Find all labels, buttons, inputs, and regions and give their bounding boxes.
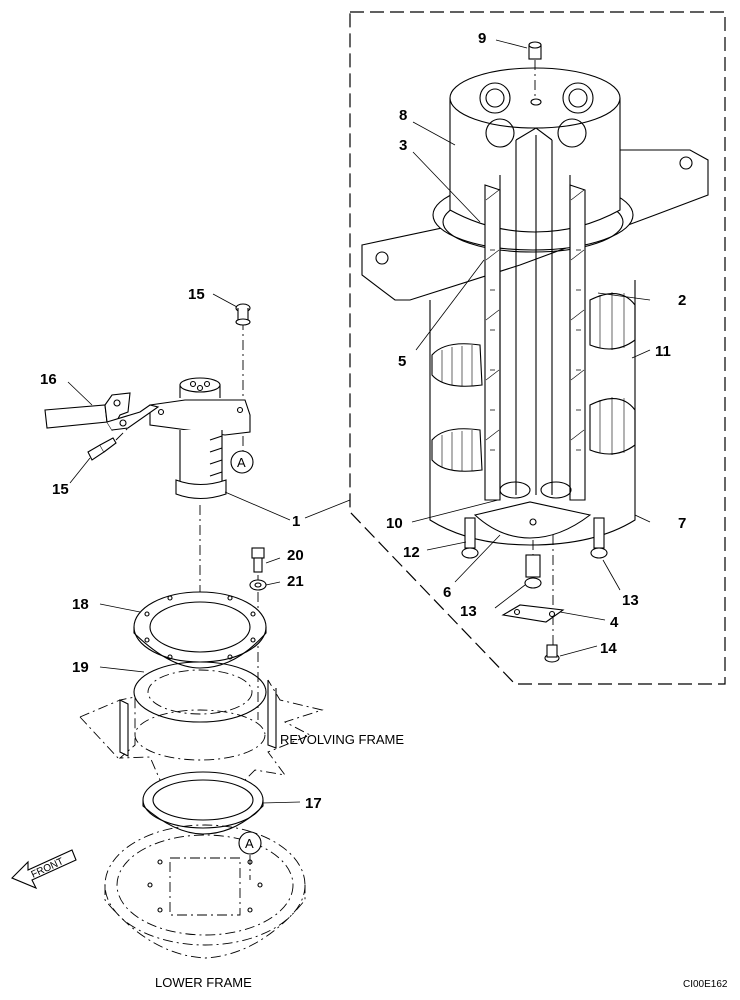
callout-15-top: 15 bbox=[188, 286, 205, 303]
front-arrow: FRONT bbox=[11, 849, 77, 890]
bolt-15-lower bbox=[87, 427, 129, 461]
callout-13-right: 13 bbox=[622, 592, 639, 609]
callout-1: 1 bbox=[292, 513, 300, 530]
marker-a-lower: A bbox=[238, 831, 262, 880]
stopper-parts bbox=[501, 535, 565, 663]
callout-9: 9 bbox=[478, 30, 486, 47]
callout-15-lower: 15 bbox=[52, 481, 69, 498]
callout-8: 8 bbox=[399, 107, 407, 124]
callout-18: 18 bbox=[72, 596, 89, 613]
callout-13-lower: 13 bbox=[460, 603, 477, 620]
callout-14: 14 bbox=[600, 640, 617, 657]
ring-17 bbox=[142, 771, 264, 835]
detail-box-outline bbox=[349, 11, 726, 685]
callout-7: 7 bbox=[678, 515, 686, 532]
ring-19 bbox=[133, 661, 267, 723]
callout-numbers: 9 8 3 2 5 11 10 7 12 6 13 13 4 14 1 15 1… bbox=[40, 30, 686, 812]
callout-20: 20 bbox=[287, 547, 304, 564]
marker-a-upper-label: A bbox=[237, 455, 246, 470]
callout-2: 2 bbox=[678, 292, 686, 309]
leader-lines bbox=[67, 39, 651, 804]
callout-4: 4 bbox=[610, 614, 619, 631]
center-joint-body bbox=[149, 320, 251, 640]
marker-a-lower-label: A bbox=[245, 836, 254, 851]
callout-5: 5 bbox=[398, 353, 406, 370]
callout-6: 6 bbox=[443, 584, 451, 601]
front-arrow-label: FRONT bbox=[30, 856, 66, 881]
callout-19: 19 bbox=[72, 659, 89, 676]
ring-18 bbox=[133, 591, 267, 669]
callout-3: 3 bbox=[399, 137, 407, 154]
callout-12: 12 bbox=[403, 544, 420, 561]
callout-10: 10 bbox=[386, 515, 403, 532]
callout-16: 16 bbox=[40, 371, 57, 388]
callout-17: 17 bbox=[305, 795, 322, 812]
callout-21: 21 bbox=[287, 573, 304, 590]
bolt-15-top bbox=[235, 303, 251, 326]
figure-code: CI00E162 bbox=[683, 979, 728, 990]
lower-frame-label: LOWER FRAME bbox=[155, 975, 252, 990]
revolving-frame-label: REVOLVING FRAME bbox=[280, 732, 404, 747]
lower-frame-outline bbox=[104, 824, 306, 959]
callout-11: 11 bbox=[655, 343, 671, 360]
marker-a-upper: A bbox=[230, 450, 254, 474]
center-joint-cutaway bbox=[361, 41, 709, 559]
bracket-16 bbox=[44, 392, 160, 432]
